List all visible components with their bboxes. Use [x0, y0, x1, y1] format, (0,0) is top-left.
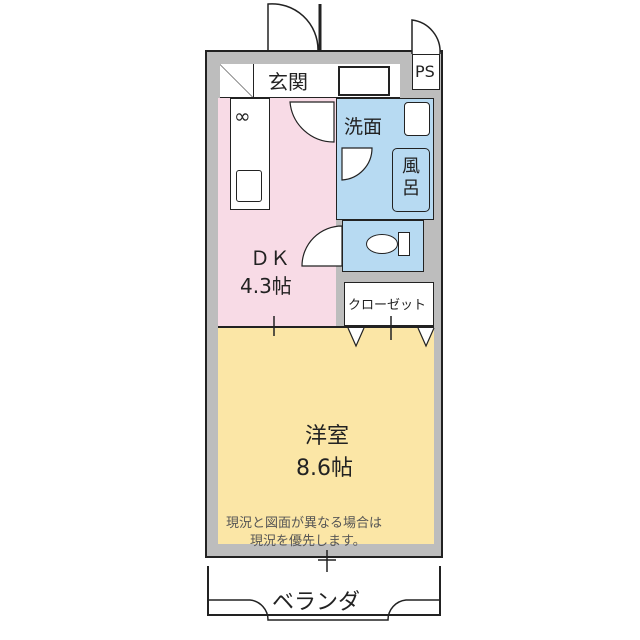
bath-label: 風呂 [402, 156, 420, 199]
bathtub [392, 148, 430, 212]
ps-label: PS [415, 62, 435, 81]
veranda [207, 566, 441, 616]
dk-label: ＤＫ [250, 246, 290, 270]
toilet-bowl [366, 234, 398, 254]
western-room [218, 326, 434, 544]
washing-machine [338, 66, 390, 96]
stove-icon: ∞ [234, 104, 251, 128]
ps-shaft [412, 54, 440, 90]
note-line-2: 現況を優先します。 [250, 534, 366, 549]
western-room-label: 洋室 [305, 424, 350, 449]
closet-label: クローゼット [348, 298, 427, 313]
wash-basin [404, 102, 430, 136]
closet [344, 282, 434, 326]
entrance-label: 玄関 [268, 70, 308, 94]
veranda-label: ベランダ [272, 590, 361, 615]
toilet-tank [398, 232, 410, 256]
shoe-cabinet [220, 64, 254, 98]
washroom-label: 洗面 [344, 116, 383, 138]
western-room-size: 8.6帖 [296, 456, 353, 481]
note-line-1: 現況と図面が異なる場合は [226, 516, 383, 531]
dk-size: 4.3帖 [240, 274, 292, 298]
sink [236, 170, 262, 202]
